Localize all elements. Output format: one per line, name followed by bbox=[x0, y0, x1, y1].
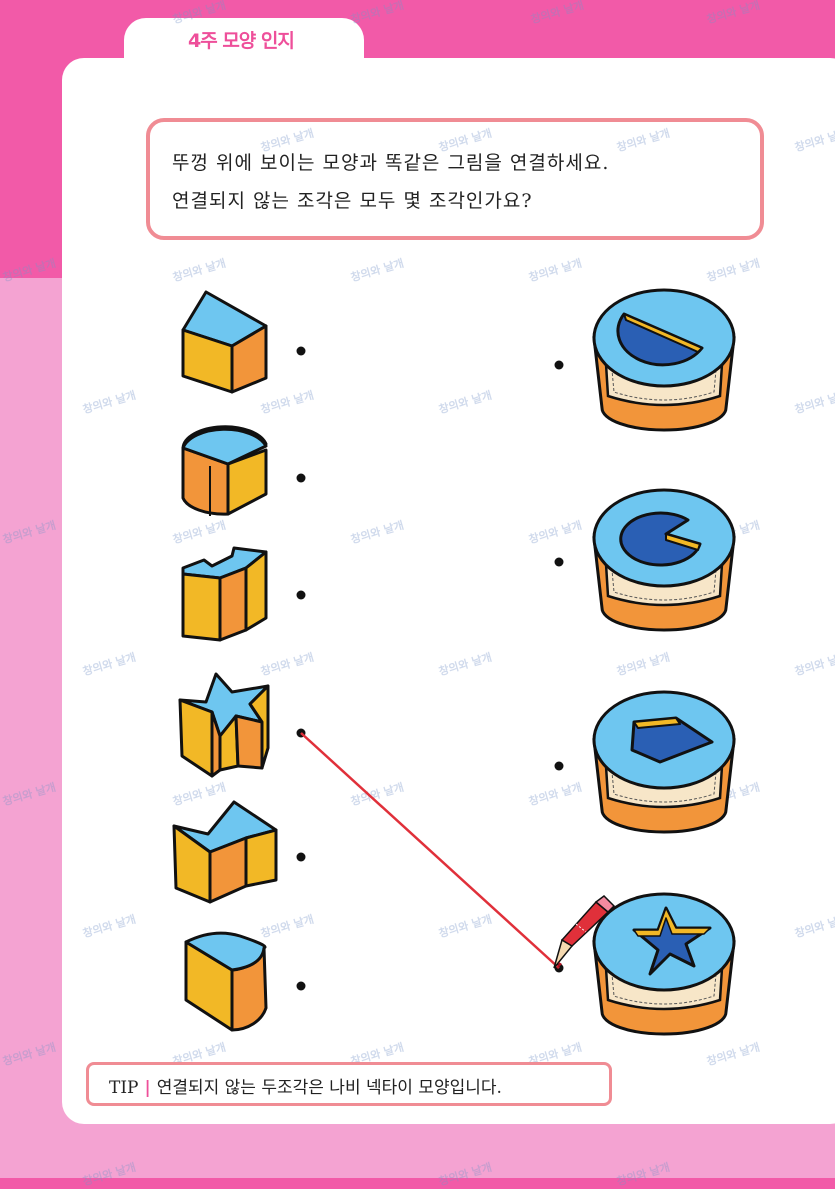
half-cylinder-icon bbox=[184, 931, 268, 1032]
tip-text: 연결되지 않는 두조각은 나비 넥타이 모양입니다. bbox=[156, 1078, 502, 1098]
connection-dot-left-5[interactable] bbox=[296, 852, 306, 862]
pentagon-lid-box-icon bbox=[592, 690, 736, 834]
connection-dot-right-2[interactable] bbox=[554, 557, 564, 567]
star-lid-box-icon bbox=[592, 892, 736, 1036]
connection-dot-left-6[interactable] bbox=[296, 981, 306, 991]
connection-dot-left-2[interactable] bbox=[296, 473, 306, 483]
instructions-box: 뚜껑 위에 보이는 모양과 똑같은 그림을 연결하세요. 연결되지 않는 조각은… bbox=[146, 118, 764, 240]
zigzag-block-icon bbox=[181, 546, 268, 642]
connection-dot-right-3[interactable] bbox=[554, 761, 564, 771]
bowtie-prism-icon bbox=[172, 800, 278, 904]
tip-content: TIP|연결되지 않는 두조각은 나비 넥타이 모양입니다. bbox=[109, 1073, 502, 1098]
instruction-line-2: 연결되지 않는 조각은 모두 몇 조각인가요? bbox=[172, 190, 533, 212]
connection-dot-right-1[interactable] bbox=[554, 360, 564, 370]
connection-dot-left-1[interactable] bbox=[296, 346, 306, 356]
connection-dot-left-3[interactable] bbox=[296, 590, 306, 600]
pentagon-prism-icon bbox=[181, 290, 268, 394]
instruction-line-1: 뚜껑 위에 보이는 모양과 똑같은 그림을 연결하세요. bbox=[172, 152, 610, 174]
tip-separator: | bbox=[144, 1078, 151, 1098]
pacman-cylinder-icon bbox=[181, 425, 268, 516]
pacman-lid-box-icon bbox=[592, 488, 736, 632]
semicircle-lid-box-icon bbox=[592, 288, 736, 432]
connection-line bbox=[300, 732, 560, 969]
tip-box: TIP|연결되지 않는 두조각은 나비 넥타이 모양입니다. bbox=[86, 1062, 612, 1106]
star-prism-icon bbox=[178, 672, 270, 778]
tip-label: TIP bbox=[109, 1078, 139, 1098]
red-pencil-icon bbox=[553, 895, 616, 969]
header-tab-label: 4주 모양 인지 bbox=[188, 30, 295, 52]
